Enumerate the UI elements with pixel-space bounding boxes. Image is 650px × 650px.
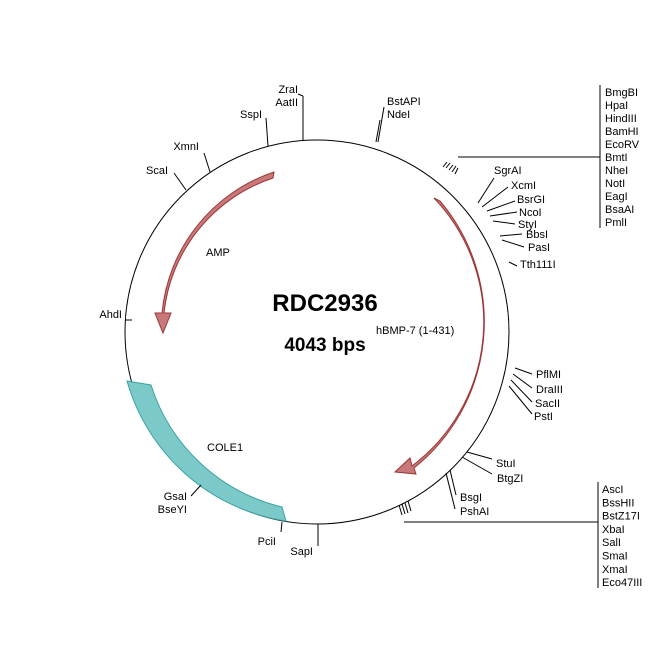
- site-tick-bbsi: [499, 233, 523, 237]
- mcs-bottom-tick: [407, 500, 412, 512]
- mcs-top-tick: [442, 161, 448, 168]
- site-tick-psti: [508, 385, 533, 415]
- site-tick-sacii: [510, 379, 533, 403]
- mcs-site-label: XbaI: [602, 524, 625, 536]
- site-label-psti: PstI: [534, 411, 553, 423]
- site-label-styi: StyI: [518, 219, 537, 231]
- plasmid-backbone: [124, 139, 510, 525]
- hbmp7-arrow: [393, 197, 485, 475]
- site-label-bsrgi: BsrGI: [517, 194, 545, 206]
- site-label-pshai: PshAI: [460, 506, 489, 518]
- site-label-stui: StuI: [496, 458, 516, 470]
- site-label-gsai: GsaI: [164, 491, 187, 503]
- mcs-site-label: EagI: [605, 191, 628, 203]
- mcs-top-tick: [454, 167, 459, 175]
- mcs-top-tick: [445, 162, 451, 169]
- mcs-top-tick: [448, 164, 454, 171]
- site-tick-pasi: [501, 239, 525, 248]
- site-label-bseyi: BseYI: [158, 504, 187, 516]
- mcs-site-label: NheI: [605, 165, 628, 177]
- mcs-site-label: BstZ17I: [602, 511, 640, 523]
- site-tick-bstapi: [377, 106, 385, 143]
- site-label-xmni: XmnI: [173, 141, 199, 153]
- mcs-top-labels: BmgBIHpaIHindIIIBamHIEcoRVBmtINheINotIEa…: [605, 87, 640, 229]
- site-label-draiii: DraIII: [536, 384, 563, 396]
- site-label-btgzi: BtgZI: [497, 473, 523, 485]
- mcs-site-label: SalI: [602, 537, 621, 549]
- site-tick-ndei: [375, 119, 381, 143]
- site-label-pasi: PasI: [528, 242, 550, 254]
- mcs-site-label: XmaI: [602, 564, 628, 576]
- site-label-xcmi: XcmI: [511, 180, 536, 192]
- site-label-aatii: AatII: [275, 97, 298, 109]
- site-tick-xcmi: [481, 186, 509, 208]
- site-tick-bsrgi: [486, 200, 516, 212]
- site-label-zrai: ZraI: [278, 84, 298, 96]
- site-leader-zrai: [297, 93, 304, 97]
- mcs-site-label: BamHI: [605, 126, 639, 138]
- site-label-scai: ScaI: [146, 165, 168, 177]
- site-label-pcii: PciI: [258, 536, 276, 548]
- amp-arrow: [154, 171, 275, 335]
- mcs-site-label: BssHII: [602, 497, 634, 509]
- site-label-sapi: SapI: [290, 546, 313, 558]
- site-label-tth111i: Tth111I: [520, 259, 556, 271]
- site-label-bstapi: BstAPI: [387, 96, 421, 108]
- site-label-sgrai: SgrAI: [494, 165, 522, 177]
- site-label-sspi: SspI: [240, 109, 262, 121]
- site-tick-xmni: [203, 152, 211, 173]
- mcs-site-label: AscI: [602, 484, 623, 496]
- mcs-site-label: PmlI: [605, 217, 627, 229]
- mcs-site-label: HindIII: [605, 113, 637, 125]
- site-tick-pflmi: [514, 367, 533, 375]
- site-tick-tth111i: [508, 261, 518, 267]
- mcs-site-label: HpaI: [605, 100, 628, 112]
- site-tick-sspi: [265, 117, 269, 147]
- feature-label-amp: AMP: [206, 247, 230, 259]
- feature-label-hbmp7: hBMP-7 (1-431): [376, 325, 454, 337]
- site-tick-scai: [173, 172, 187, 191]
- mcs-bottom-tick: [401, 503, 406, 515]
- mcs-site-label: NotI: [605, 178, 625, 190]
- mcs-top-tick: [451, 165, 457, 173]
- mcs-site-label: BmgBI: [605, 87, 638, 99]
- site-tick-stui: [466, 451, 493, 460]
- plasmid-name: RDC2936: [272, 290, 377, 317]
- site-tick-bsgi: [449, 469, 457, 496]
- site-label-pflmi: PflMI: [536, 369, 561, 381]
- site-tick-styi: [492, 220, 516, 225]
- site-tick-pcii: [280, 521, 283, 533]
- site-tick-ncoi: [489, 211, 518, 217]
- site-label-bsgi: BsgI: [460, 492, 482, 504]
- mcs-site-label: BmtI: [605, 152, 628, 164]
- site-tick-gsai: [190, 484, 202, 497]
- site-tick-sgrai: [477, 177, 495, 204]
- site-label-ncoi: NcoI: [519, 207, 542, 219]
- site-tick-btgzi: [461, 456, 493, 475]
- site-label-sacii: SacII: [535, 398, 560, 410]
- mcs-bottom-tick: [398, 504, 403, 516]
- mcs-site-label: EcoRV: [605, 139, 640, 151]
- plasmid-size: 4043 bps: [284, 335, 365, 356]
- mcs-site-label: BsaAI: [605, 204, 634, 216]
- mcs-bottom-cluster: [398, 482, 599, 588]
- mcs-bottom-tick: [404, 502, 409, 514]
- feature-label-cole1: COLE1: [207, 442, 243, 454]
- site-label-bbsi: BbsI: [526, 229, 548, 241]
- mcs-site-label: Eco47III: [602, 577, 642, 589]
- mcs-top-cluster: [442, 85, 601, 228]
- site-label-ahdi: AhdI: [99, 309, 122, 321]
- site-tick-pshai: [445, 472, 456, 510]
- site-tick-draiii: [512, 373, 533, 389]
- site-label-ndei: NdeI: [387, 109, 410, 121]
- mcs-site-label: SmaI: [602, 551, 628, 563]
- cole1-origin: [126, 380, 287, 522]
